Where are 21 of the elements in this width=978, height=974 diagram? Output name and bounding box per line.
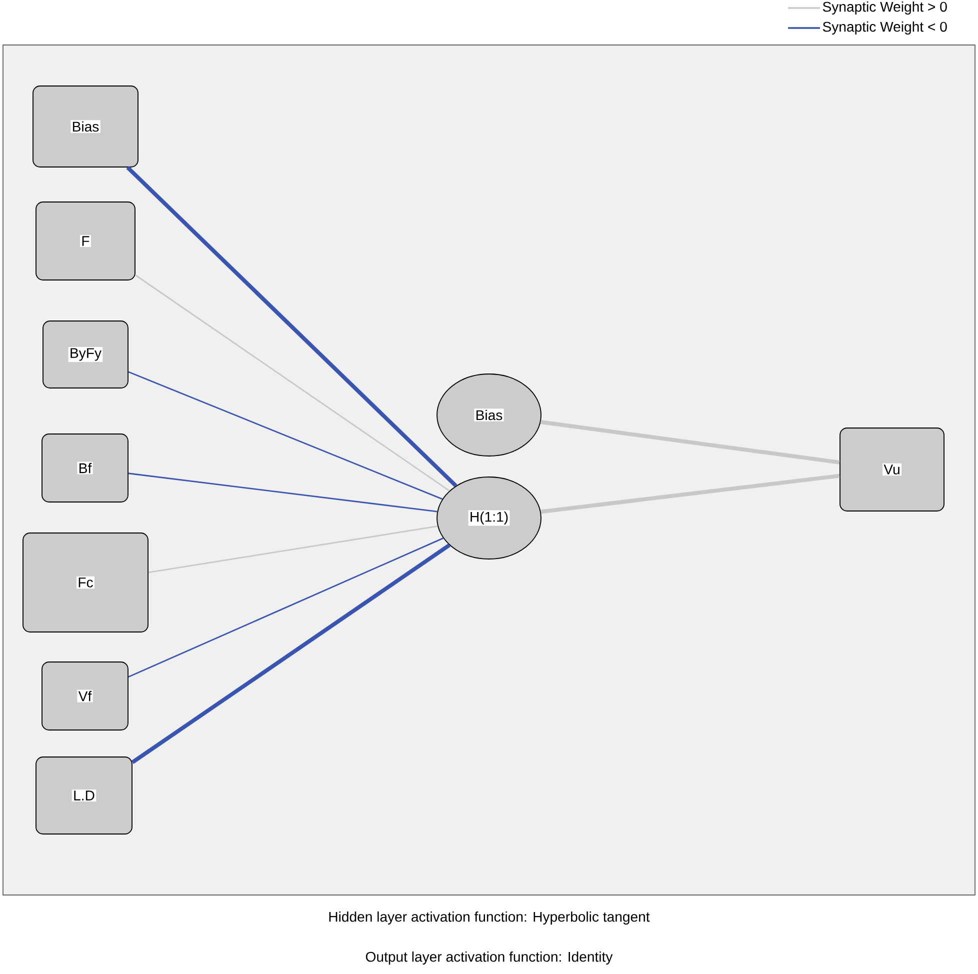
legend-text: Synaptic Weight > 0 [822, 1, 947, 15]
input-box: L.D [36, 756, 132, 834]
input-box: Vf [42, 662, 128, 730]
input-box: F [36, 202, 136, 280]
legend-text: Synaptic Weight < 0 [822, 21, 947, 35]
connection-line [128, 371, 443, 500]
connection-line [128, 472, 438, 512]
input-box: ByFy [42, 320, 128, 388]
input-box: Vu [840, 428, 944, 512]
connection-line [128, 538, 444, 678]
input-box: Bf [42, 434, 128, 502]
input-box: Fc [22, 532, 148, 632]
caption-text: Hidden layer activation function: Hyperbolic tangent [329, 911, 650, 925]
connection-line [135, 274, 450, 492]
connection-line [540, 474, 840, 514]
connection-line [131, 544, 450, 764]
connection-line [126, 166, 458, 488]
input-box: Bias [32, 86, 138, 168]
connection-line [148, 526, 438, 574]
connection-line [540, 420, 840, 464]
caption-text: Output layer activation function: Identity [366, 951, 613, 965]
